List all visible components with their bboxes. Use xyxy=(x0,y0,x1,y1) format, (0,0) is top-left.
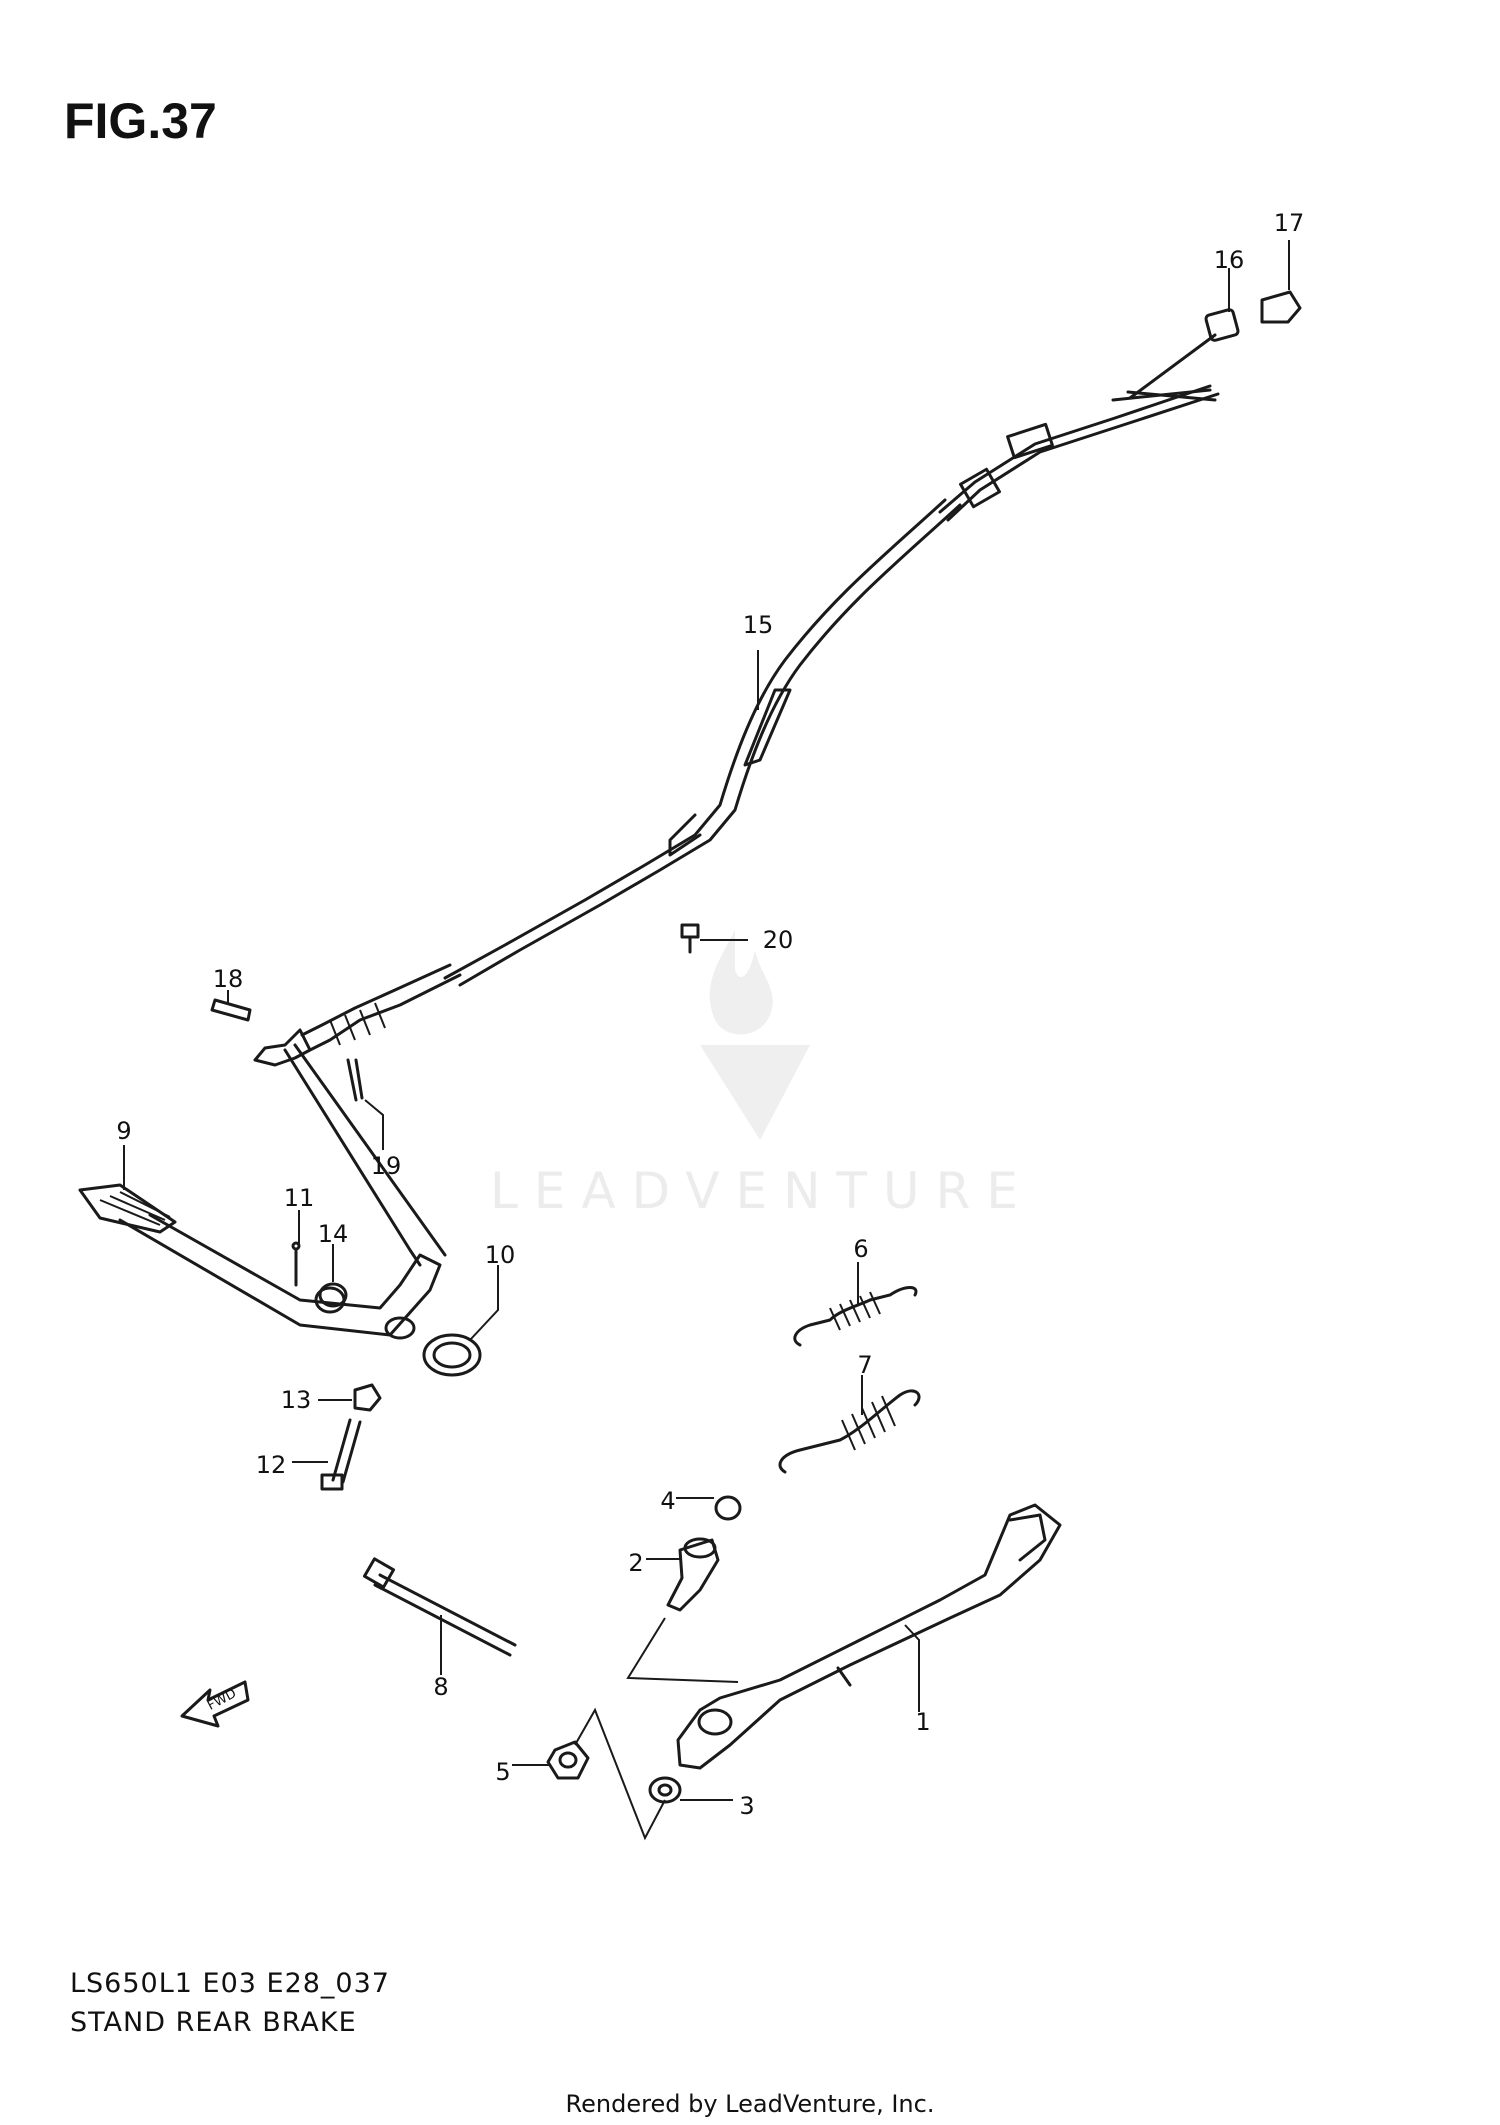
callout-20: 20 xyxy=(762,926,794,954)
callout-8: 8 xyxy=(433,1673,449,1701)
clevis-pin-18 xyxy=(210,998,252,1022)
callout-10: 10 xyxy=(484,1241,516,1269)
cotter-pin-19 xyxy=(346,1058,364,1102)
model-code: LS650L1 E03 E28_037 xyxy=(70,1968,390,1999)
bolt-20 xyxy=(680,923,700,954)
side-stand-1 xyxy=(676,1503,1062,1770)
watermark-text: LEADVENTURE xyxy=(490,1162,1034,1220)
callout-6: 6 xyxy=(853,1235,869,1263)
brake-cable xyxy=(253,384,1220,1067)
figure-title: FIG.37 xyxy=(64,93,217,149)
render-credit: Rendered by LeadVenture, Inc. xyxy=(565,2090,935,2118)
callout-11: 11 xyxy=(283,1184,315,1212)
figure-name: STAND REAR BRAKE xyxy=(70,2007,357,2038)
callout-9: 9 xyxy=(116,1117,132,1145)
cap-4 xyxy=(714,1495,742,1521)
cable-end-nut-17 xyxy=(1260,290,1302,324)
callout-5: 5 xyxy=(495,1758,511,1786)
bolt-12 xyxy=(320,1418,362,1491)
washer-3 xyxy=(648,1776,682,1804)
callout-15: 15 xyxy=(742,611,774,639)
callout-14: 14 xyxy=(317,1220,349,1248)
watermark-logo xyxy=(700,930,810,1140)
spring-6 xyxy=(793,1286,918,1347)
callout-7: 7 xyxy=(857,1351,873,1379)
callout-1: 1 xyxy=(915,1708,931,1736)
leader-lines xyxy=(123,240,1290,1801)
nut-5 xyxy=(546,1740,590,1780)
callout-3: 3 xyxy=(739,1792,755,1820)
callout-12: 12 xyxy=(255,1451,287,1479)
cable-end-16 xyxy=(1128,308,1240,400)
callout-4: 4 xyxy=(660,1487,676,1515)
assembly-guide-lines xyxy=(574,1617,739,1841)
callout-17: 17 xyxy=(1273,209,1305,237)
fwd-arrow-icon xyxy=(180,1680,250,1728)
callout-13: 13 xyxy=(280,1386,312,1414)
long-bolt-8 xyxy=(362,1557,517,1657)
callout-2: 2 xyxy=(628,1549,644,1577)
washer-14 xyxy=(318,1282,348,1308)
brake-pedal-9 xyxy=(78,1043,447,1340)
spring-7 xyxy=(778,1389,921,1474)
nut-13 xyxy=(353,1383,382,1412)
callout-19: 19 xyxy=(370,1152,402,1180)
pin-11 xyxy=(291,1241,301,1287)
return-spring-10 xyxy=(422,1333,482,1377)
callout-18: 18 xyxy=(212,965,244,993)
callout-16: 16 xyxy=(1213,246,1245,274)
stand-bolt-2 xyxy=(666,1537,720,1612)
